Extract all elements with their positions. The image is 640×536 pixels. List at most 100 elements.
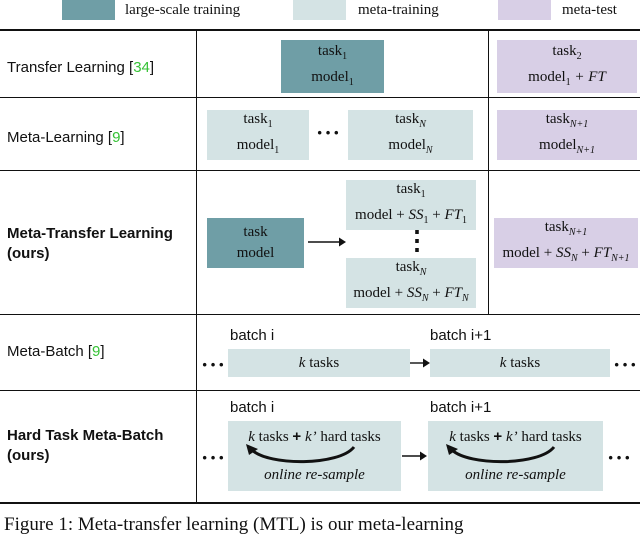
subscript: 1 bbox=[274, 145, 280, 156]
figure-caption: Figure 1: Meta-transfer learning (MTL) i… bbox=[4, 514, 464, 535]
row-label-hard-task-meta-batch: Hard Task Meta-Batch (ours) bbox=[7, 426, 163, 466]
transfer-test-box: task2 model1 + FT bbox=[497, 40, 637, 93]
plus: + bbox=[292, 428, 302, 445]
ft-term: FT bbox=[444, 285, 462, 301]
citation-link[interactable]: 9 bbox=[92, 343, 101, 360]
box-line: model + bbox=[353, 285, 407, 301]
meta-batch-arrow bbox=[410, 358, 430, 368]
box-line: task bbox=[395, 259, 420, 275]
subscript: 1 bbox=[348, 76, 354, 88]
column-divider-1 bbox=[196, 30, 197, 504]
row-divider-3 bbox=[0, 314, 640, 315]
box-line: model + bbox=[355, 207, 409, 223]
plus: + bbox=[428, 207, 445, 223]
meta-batch-box-i: k tasks bbox=[228, 349, 410, 377]
subscript: N bbox=[425, 145, 433, 156]
subscript: N+1 bbox=[569, 119, 589, 130]
row-divider-2 bbox=[0, 170, 640, 171]
kprime-var: k’ bbox=[301, 429, 317, 445]
subscript: N+1 bbox=[576, 145, 595, 156]
row-label-text: Transfer Learning [ bbox=[7, 59, 134, 76]
legend-swatch-meta-training bbox=[293, 0, 346, 20]
ft-term: FT bbox=[444, 207, 462, 223]
bracket: ] bbox=[100, 343, 105, 360]
box-text: tasks bbox=[305, 354, 340, 371]
hard-batch-arrow bbox=[402, 451, 427, 461]
resample-arc-i bbox=[246, 444, 356, 464]
row-label-line: (ours) bbox=[7, 447, 50, 464]
meta-train-box-n: taskN modelN bbox=[348, 110, 473, 160]
ellipsis: ··· bbox=[316, 120, 342, 145]
ellipsis-left: ··· bbox=[201, 352, 227, 377]
table-bottom-rule bbox=[0, 502, 640, 504]
bracket: ] bbox=[120, 129, 125, 146]
subscript: N bbox=[461, 293, 469, 304]
subscript: N bbox=[419, 119, 426, 130]
box-line: task bbox=[395, 111, 420, 127]
box-line: task bbox=[317, 42, 343, 59]
row-label-line: Hard Task Meta-Batch bbox=[7, 427, 164, 444]
legend-label-meta-test: meta-test bbox=[562, 2, 617, 18]
mtl-arrow bbox=[308, 237, 346, 247]
box-line: model + bbox=[502, 245, 556, 261]
subscript: 1 bbox=[461, 215, 467, 226]
subscript: N bbox=[419, 267, 427, 278]
hard-batch-box-i bbox=[228, 421, 401, 491]
resample-arc-i-plus-1 bbox=[446, 444, 556, 464]
resample-label-i: online re-sample bbox=[264, 467, 365, 483]
k-var: k bbox=[298, 354, 306, 371]
box-text: tasks bbox=[506, 354, 541, 371]
batch-i-plus-1-label: batch i+1 bbox=[430, 399, 492, 416]
box-line: task bbox=[544, 219, 569, 235]
bracket: ] bbox=[149, 59, 155, 76]
hard-batch-text-i-plus-1: k tasks + k’ hard tasks bbox=[428, 428, 603, 446]
box-line: model bbox=[236, 137, 275, 153]
legend-swatch-large-scale bbox=[62, 0, 115, 20]
row-label-meta-learning: Meta-Learning [9] bbox=[7, 128, 125, 148]
vertical-ellipsis: ⋮ bbox=[404, 226, 430, 255]
plus: + bbox=[493, 428, 503, 445]
meta-train-box-1: task1 model1 bbox=[207, 110, 309, 160]
row-label-transfer-learning: Transfer Learning [34] bbox=[7, 58, 154, 78]
subscript: N+1 bbox=[568, 227, 588, 238]
citation-link[interactable]: 9 bbox=[112, 129, 121, 146]
box-line: task bbox=[552, 42, 577, 59]
row-divider-4 bbox=[0, 390, 640, 391]
table-top-rule bbox=[0, 29, 640, 31]
k-var: k bbox=[499, 354, 507, 371]
box-line: task bbox=[396, 181, 421, 197]
row-label-meta-transfer-learning: Meta-Transfer Learning (ours) bbox=[7, 224, 173, 264]
k-var: k bbox=[449, 429, 456, 445]
kprime-var: k’ bbox=[502, 429, 518, 445]
box-line: model bbox=[539, 137, 577, 153]
subscript: 1 bbox=[267, 119, 273, 130]
row-label-text: Meta-Batch [ bbox=[7, 343, 93, 360]
box-line: model bbox=[311, 68, 349, 85]
mtl-test-box: taskN+1 model + SSN + FTN+1 bbox=[494, 218, 638, 268]
subscript: 1 bbox=[565, 76, 571, 88]
subscript: 2 bbox=[576, 50, 582, 62]
row-label-line: (ours) bbox=[7, 245, 50, 262]
hard-batch-text-i: k tasks + k’ hard tasks bbox=[228, 428, 401, 446]
subscript: 1 bbox=[420, 189, 426, 200]
citation-link[interactable]: 34 bbox=[133, 59, 150, 76]
subscript: 1 bbox=[423, 215, 429, 226]
ft-term: FT bbox=[593, 245, 612, 261]
row-label-meta-batch: Meta-Batch [9] bbox=[7, 342, 105, 362]
meta-batch-box-i-plus-1: k tasks bbox=[430, 349, 610, 377]
subscript: N+1 bbox=[611, 253, 630, 264]
legend-label-meta-training: meta-training bbox=[358, 2, 439, 18]
legend-label-large-scale: large-scale training bbox=[125, 2, 241, 18]
row-divider-1 bbox=[0, 97, 640, 98]
box-suffix: + FT bbox=[570, 68, 606, 85]
tasks-text: tasks bbox=[455, 429, 494, 445]
row-label-line: Meta-Transfer Learning bbox=[7, 225, 173, 242]
batch-i-label: batch i bbox=[230, 327, 275, 344]
box-line: task bbox=[545, 111, 570, 127]
box-line: model bbox=[528, 68, 566, 85]
subscript: N bbox=[570, 253, 578, 264]
meta-test-box: taskN+1 modelN+1 bbox=[497, 110, 637, 160]
mtl-large-scale-box: task model bbox=[207, 218, 304, 268]
column-divider-2 bbox=[488, 30, 489, 314]
batch-i-plus-1-label: batch i+1 bbox=[430, 327, 492, 344]
